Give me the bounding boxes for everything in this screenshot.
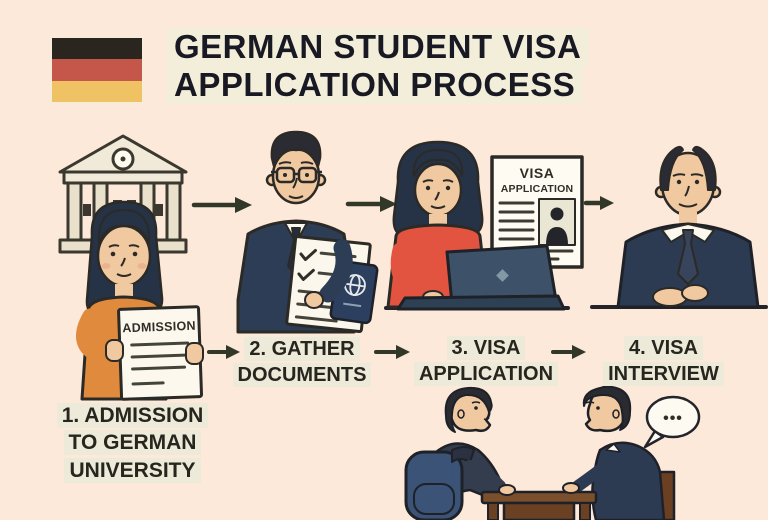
arrow-right-icon: [345, 196, 397, 212]
page-title-line2: APPLICATION PROCESS: [166, 66, 584, 104]
visa-form-title1: VISA: [520, 165, 555, 181]
speech-dots: •••: [663, 410, 683, 427]
backpack-icon: [404, 446, 475, 520]
face-features: [422, 179, 454, 209]
visa-form-title2: APPLICATION: [501, 183, 574, 195]
face-features: [108, 244, 140, 277]
german-flag-icon: [50, 36, 144, 104]
student-with-admission-letter: ADMISSION: [76, 200, 204, 401]
interview-scene: •••: [404, 385, 701, 520]
arrow-right-icon: [551, 345, 586, 359]
glasses-icon: [271, 166, 322, 184]
arrow-right-icon: [583, 196, 614, 210]
face-features: [672, 173, 704, 208]
laptop-icon: [396, 244, 566, 311]
step-label-4-text: 4. VISA INTERVIEW: [603, 336, 724, 386]
visa-officer: [616, 145, 760, 309]
page-title-line1: GERMAN STUDENT VISA: [166, 28, 590, 66]
flag-gold-stripe: [52, 80, 142, 102]
arrow-right-icon: [207, 345, 240, 359]
step-label-2-text: 2. GATHER DOCUMENTS: [232, 337, 372, 387]
arrow-right-icon: [191, 197, 252, 213]
admission-letter-title: ADMISSION: [122, 319, 196, 336]
step-label-1: 1. ADMISSION TO GERMAN UNIVERSITY: [40, 402, 225, 484]
step-label-2: 2. GATHER DOCUMENTS: [232, 336, 372, 388]
man-with-documents: [236, 130, 379, 334]
step-label-4: 4. VISA INTERVIEW: [596, 335, 731, 387]
interview-table-icon: [480, 490, 598, 520]
woman-at-laptop: [386, 140, 566, 311]
photo-box: [538, 198, 576, 246]
step-label-1-text: 1. ADMISSION TO GERMAN UNIVERSITY: [56, 403, 209, 483]
arrow-right-icon: [374, 345, 410, 359]
flag-red-stripe: [52, 59, 142, 81]
step-label-3-text: 3. VISA APPLICATION: [413, 336, 559, 386]
speech-bubble-icon: •••: [643, 395, 701, 449]
flag-black-stripe: [52, 38, 142, 60]
step-label-3: 3. VISA APPLICATION: [412, 335, 560, 387]
face-features: [278, 161, 314, 199]
